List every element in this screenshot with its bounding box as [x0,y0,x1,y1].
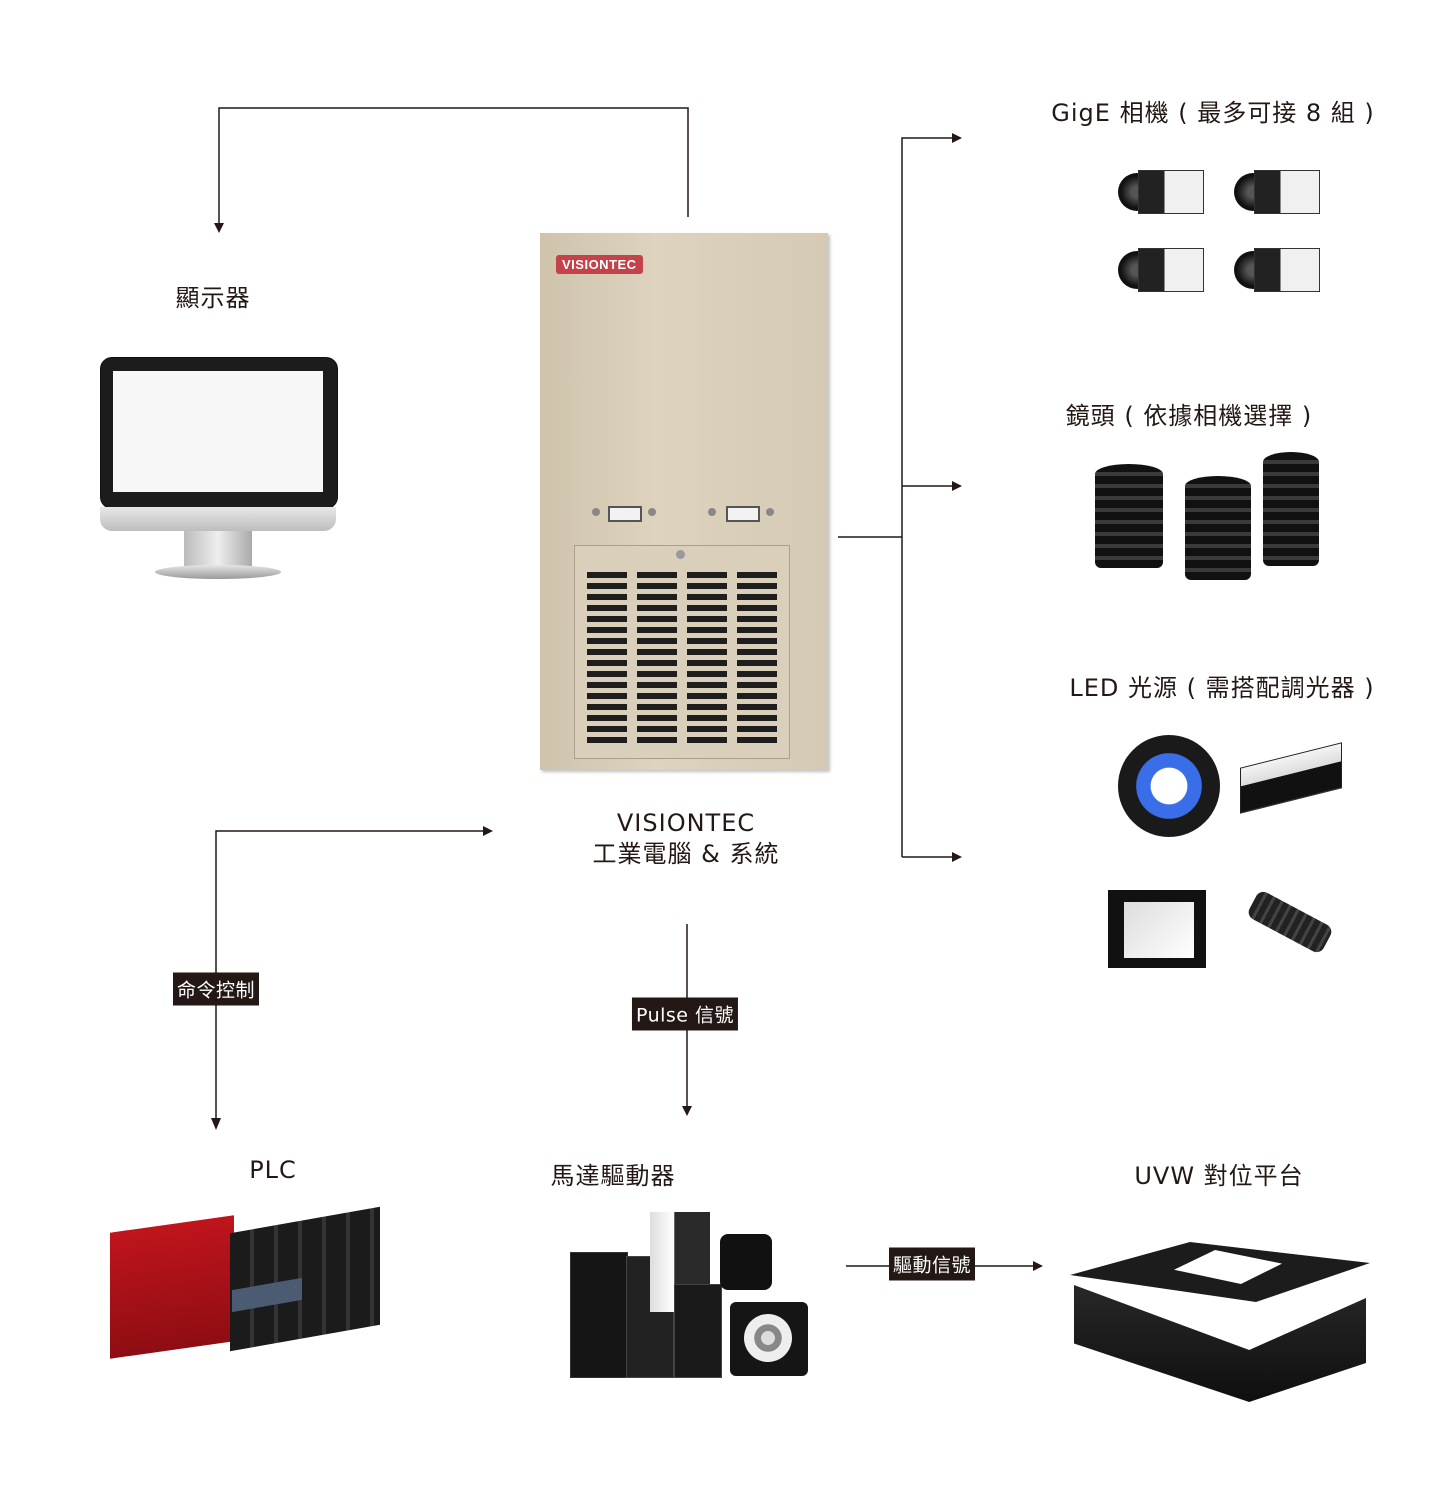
ring-light-icon [1118,735,1220,837]
pulse-signal-badge: Pulse 信號 [631,997,739,1031]
dome-light-icon [1108,890,1206,968]
bar-light-icon [1240,742,1342,814]
monitor-label: 顯示器 [175,284,251,312]
branch-vertical-line [901,133,962,857]
uvw-label: UVW 對位平台 [1134,1162,1304,1190]
plc-command-line [215,826,493,1128]
usb-port-icon [726,506,760,522]
usb-port-icon [608,506,642,522]
driver-label: 馬達驅動器 [550,1162,676,1190]
lens-group-image [1095,452,1325,582]
camera-label: GigE 相機 ( 最多可接 8 組 ) [1051,99,1375,127]
camera-icon [1234,170,1320,214]
lens-icon [1185,476,1251,580]
servo-motor-icon [730,1302,808,1376]
uvw-stage-image [1070,1220,1370,1408]
vent-panel [574,545,790,759]
pc-title-line1: VISIONTEC [616,809,756,837]
pc-to-monitor-line [214,107,689,233]
pc-title: VISIONTEC 工業電腦 & 系統 [593,808,780,870]
led-label: LED 光源 ( 需搭配調光器 ) [1069,674,1375,702]
camera-icon [1118,170,1204,214]
pc-title-line2: 工業電腦 & 系統 [592,840,780,868]
lens-label: 鏡頭 ( 依據相機選擇 ) [1065,402,1313,430]
lens-icon [1095,464,1163,568]
industrial-pc-image: VISIONTEC [540,233,828,770]
camera-group-image [1118,170,1320,292]
motor-driver-image [570,1210,814,1380]
spot-light-icon [1245,889,1335,955]
plc-image [110,1206,382,1360]
drive-signal-badge: 驅動信號 [888,1247,976,1281]
lens-icon [1263,452,1319,566]
camera-icon [1118,248,1204,292]
command-control-badge: 命令控制 [172,972,260,1006]
plc-label: PLC [249,1156,297,1184]
camera-icon [1234,248,1320,292]
pc-brand-badge: VISIONTEC [556,255,643,274]
led-group-image [1108,735,1344,971]
monitor-icon [100,357,338,583]
